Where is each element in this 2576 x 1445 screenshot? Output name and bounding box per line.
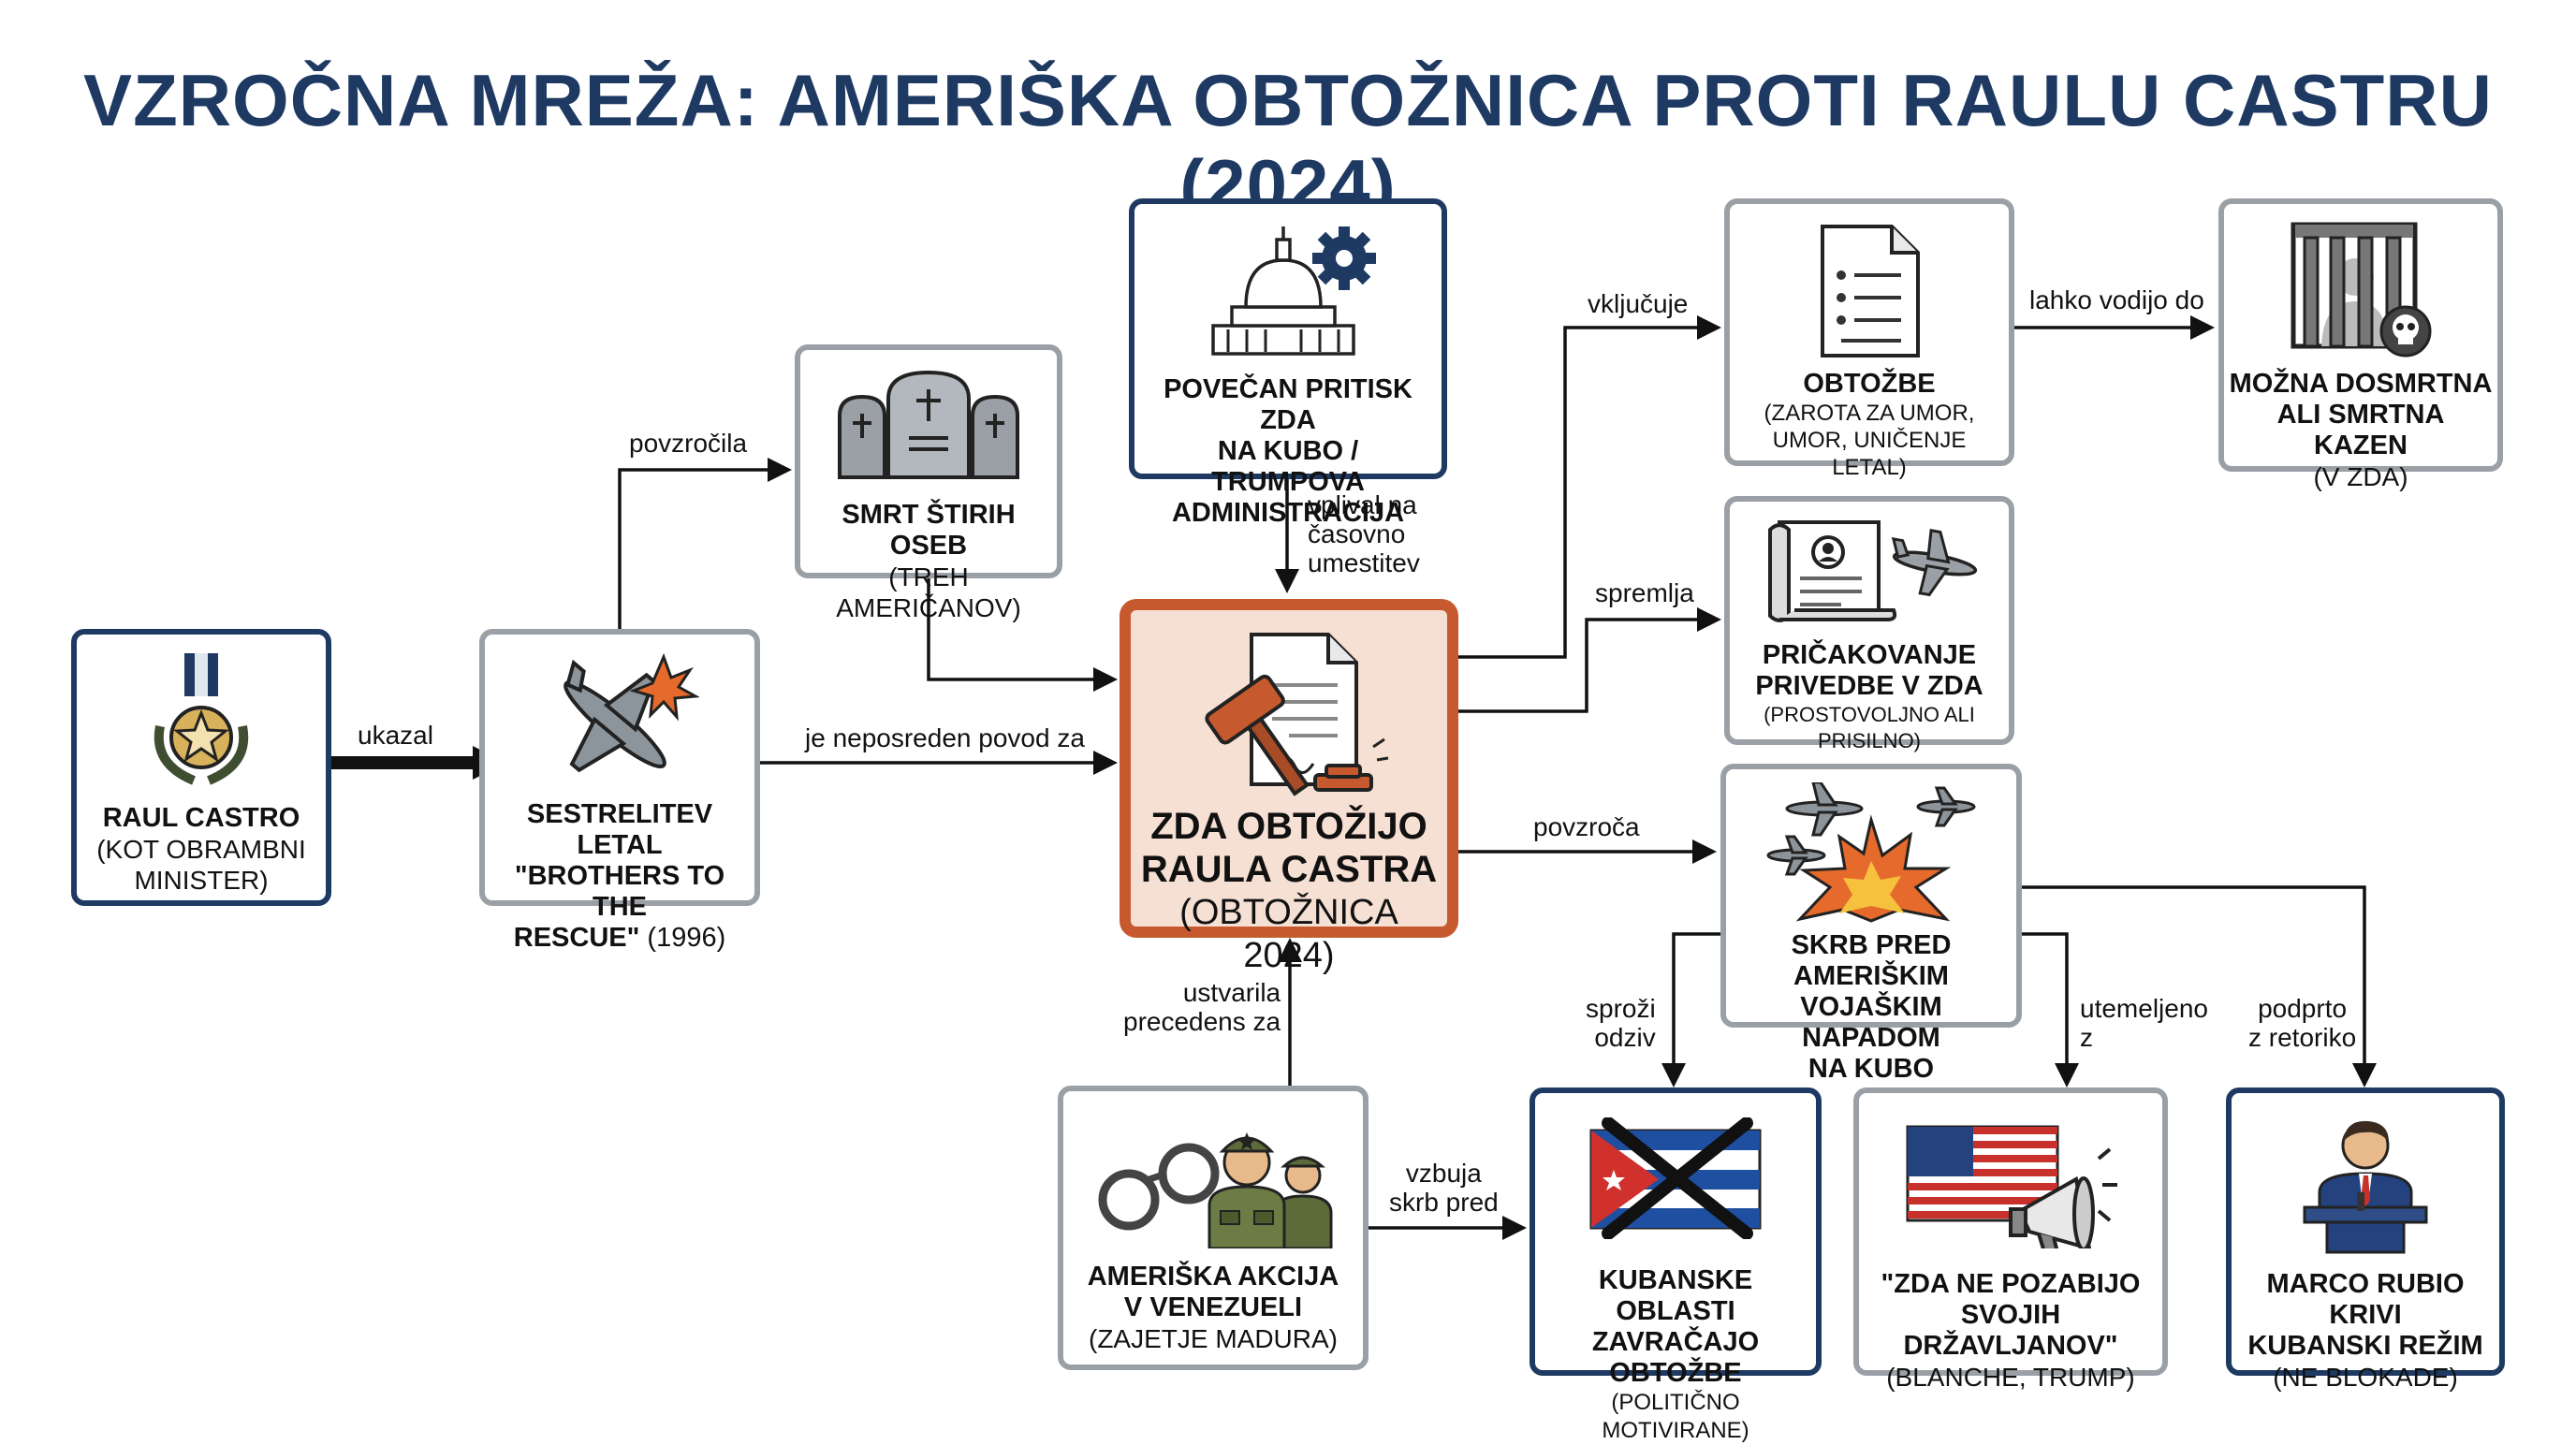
node-us-pressure[interactable]: POVEČAN PRITISK ZDA NA KUBO / TRUMPOVA A… bbox=[1129, 198, 1447, 528]
arrow-sprozi bbox=[1672, 932, 1722, 1084]
arrowhead-vkljucuje bbox=[1697, 315, 1721, 340]
node-cuba-rejects[interactable]: KUBANSKE OBLASTI ZAVRAČAJO OBTOŽBE (POLI… bbox=[1530, 1087, 1822, 1443]
speaker-podium-icon bbox=[2232, 1114, 2499, 1254]
edge-label-spremlja: spremlja bbox=[1591, 578, 1698, 607]
jets-explosion-icon bbox=[1726, 782, 2016, 923]
handcuffs-soldiers-icon bbox=[1063, 1108, 1363, 1248]
node-rubio[interactable]: MARCO RUBIO KRIVI KUBANSKI REŽIM (NE BLO… bbox=[2226, 1087, 2505, 1392]
medal-icon bbox=[77, 651, 326, 792]
edge-label-vkljucuje: vključuje bbox=[1584, 289, 1692, 318]
arrow-podprto bbox=[2022, 885, 2366, 1084]
node-venezuela[interactable]: AMERIŠKA AKCIJA V VENEZUELI (ZAJETJE MAD… bbox=[1058, 1086, 1368, 1370]
node-charges[interactable]: OBTOŽBE (ZAROTA ZA UMOR, UMOR, UNIČENJE … bbox=[1724, 198, 2014, 480]
gravestones-icon bbox=[800, 367, 1057, 479]
node-deaths[interactable]: SMRT ŠTIRIH OSEB (TREH AMERIČANOV) bbox=[795, 344, 1062, 622]
capitol-gear-icon bbox=[1134, 221, 1442, 361]
edge-label-povzroca: povzroča bbox=[1530, 812, 1644, 841]
arrowhead-sprozi bbox=[1661, 1063, 1686, 1087]
arrowhead-vzbuja bbox=[1502, 1216, 1527, 1240]
edge-label-vodijo: lahko vodijo do bbox=[2026, 285, 2208, 314]
arrowhead-deaths bbox=[1093, 667, 1118, 692]
node-penalty[interactable]: MOŽNA DOSMRTNA ALI SMRTNA KAZEN (V ZDA) bbox=[2218, 198, 2503, 491]
gavel-document-icon bbox=[1131, 625, 1447, 803]
node-raul-title: RAUL CASTRO bbox=[102, 803, 300, 833]
arrowhead-vplival bbox=[1275, 569, 1299, 593]
edge-label-ukazal: ukazal bbox=[354, 721, 437, 750]
edge-label-povzrocila: povzročila bbox=[625, 429, 752, 458]
document-list-icon bbox=[1730, 221, 2009, 361]
edge-label-neposreden: je neposreden povod za bbox=[801, 723, 1089, 752]
arrow-spremlja bbox=[1458, 618, 1718, 713]
node-raul-castro[interactable]: RAUL CASTRO (KOT OBRAMBNI MINISTER) bbox=[71, 629, 331, 906]
node-extradition[interactable]: PRIČAKOVANJE PRIVEDBE V ZDA (PROSTOVOLJN… bbox=[1724, 496, 2014, 752]
us-flag-megaphone-icon bbox=[1859, 1117, 2162, 1248]
arrowhead-povzroca bbox=[1692, 839, 1717, 864]
arrow-utemeljeno bbox=[2018, 932, 2069, 1084]
arrow-deaths-to-indictment bbox=[927, 578, 1114, 681]
arrowhead-spremlja bbox=[1697, 607, 1721, 632]
prison-skull-icon bbox=[2224, 221, 2497, 361]
arrow-vkljucuje bbox=[1458, 326, 1718, 659]
node-indictment[interactable]: ZDA OBTOŽIJO RAULA CASTRA (OBTOŽNICA 202… bbox=[1120, 599, 1458, 975]
node-us-statement[interactable]: "ZDA NE POZABIJO SVOJIH DRŽAVLJANOV" (BL… bbox=[1853, 1087, 2168, 1392]
plane-explosion-icon bbox=[485, 650, 754, 790]
passport-plane-icon bbox=[1730, 517, 2009, 629]
arrow-povzrocila bbox=[618, 468, 788, 629]
node-attack-fear[interactable]: SKRB PRED AMERIŠKIM VOJAŠKIM NAPADOM NA … bbox=[1720, 764, 2022, 1084]
page-title: VZROČNA MREŽA: AMERIŠKA OBTOŽNICA PROTI … bbox=[83, 59, 2493, 226]
crossed-cuban-flag-icon bbox=[1535, 1117, 1816, 1239]
arrowhead-ustvarila bbox=[1278, 938, 1302, 962]
arrowhead-utemeljeno bbox=[2055, 1063, 2079, 1087]
arrowhead-povzrocila bbox=[768, 458, 792, 482]
arrowhead-neposreden bbox=[1093, 751, 1118, 775]
node-shootdown[interactable]: SESTRELITEV LETAL "BROTHERS TO THE RESCU… bbox=[479, 629, 760, 953]
arrowhead-vodijo bbox=[2190, 315, 2215, 340]
arrowhead-podprto bbox=[2352, 1063, 2377, 1087]
